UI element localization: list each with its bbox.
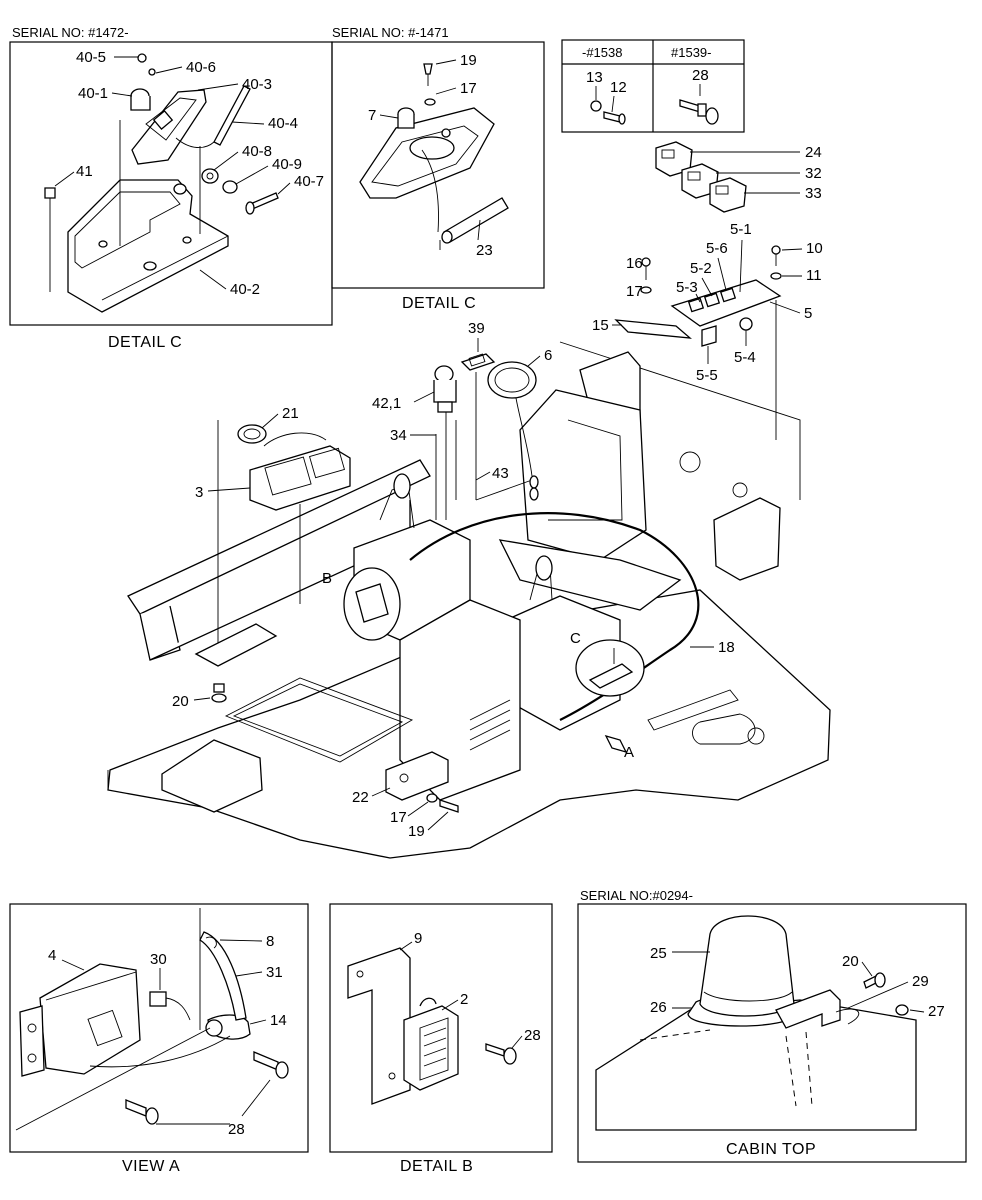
callout-32: 32 (805, 165, 822, 182)
callout-5-1: 5-1 (730, 221, 752, 238)
callout-40-6: 40-6 (186, 59, 216, 76)
callout-11: 11 (806, 267, 822, 284)
callout-5-2: 5-2 (690, 260, 712, 277)
caption-view-a: VIEW A (122, 1158, 180, 1175)
callout-33: 33 (805, 185, 822, 202)
callout-31: 31 (266, 964, 283, 981)
detail-c-left-callouts: 40-5 40-6 40-1 40-3 40-4 40-8 40-9 40-7 … (54, 49, 324, 298)
callout-21: 21 (282, 405, 299, 422)
callout-6: 6 (544, 347, 552, 364)
callout-5-4: 5-4 (734, 349, 756, 366)
view-arrow-a: A (604, 734, 634, 761)
view-a-callouts: 4 30 8 31 14 28 (48, 933, 287, 1138)
switch-group: 24 32 33 (655, 141, 822, 213)
callout-23: 23 (476, 242, 493, 259)
callout-15: 15 (592, 317, 609, 334)
callout-26: 26 (650, 999, 667, 1016)
cabin-top-frame (577, 903, 967, 1163)
caption-cabin-top: CABIN TOP (726, 1141, 816, 1158)
callout-19-main: 19 (408, 823, 425, 840)
main-cab-drawing (107, 341, 831, 859)
callout-2: 2 (460, 991, 468, 1008)
switch-panel-assembly: 5-1 5-6 5-2 5-3 16 10 11 17 15 5 5-4 5-5 (592, 221, 823, 440)
cabin-top-callouts: 25 20 29 26 27 (650, 945, 945, 1020)
table-header-col2: #1539- (671, 45, 711, 60)
detail-c-left-drawing (44, 53, 279, 313)
callout-17-mid: 17 (626, 283, 643, 300)
callout-28-table: 28 (692, 67, 709, 84)
detail-c-mid-callouts: 19 17 7 23 (368, 52, 493, 259)
callout-14: 14 (270, 1012, 287, 1029)
callout-5-6: 5-6 (706, 240, 728, 257)
cabin-top-drawing (595, 915, 917, 1131)
callout-17-top: 17 (460, 80, 477, 97)
callout-20-main: 20 (172, 693, 189, 710)
callout-24: 24 (805, 144, 822, 161)
callout-a: A (624, 744, 634, 761)
detail-c-mid-drawing (359, 63, 509, 250)
lower-fasteners: 20 22 17 19 (172, 683, 459, 840)
callout-27: 27 (928, 1003, 945, 1020)
callout-39: 39 (468, 320, 485, 337)
detail-b-drawing (347, 947, 517, 1105)
callout-b: B (322, 570, 332, 587)
callout-4: 4 (48, 947, 56, 964)
caption-detail-c-mid: DETAIL C (402, 295, 476, 312)
callout-40-4: 40-4 (268, 115, 298, 132)
callout-30: 30 (150, 951, 167, 968)
view-a-frame (9, 903, 309, 1153)
callout-5-5: 5-5 (696, 367, 718, 384)
callout-16: 16 (626, 255, 643, 272)
table-header-col1: -#1538 (582, 45, 622, 60)
callout-29: 29 (912, 973, 929, 990)
view-a-drawing (15, 908, 289, 1131)
callout-40-1: 40-1 (78, 85, 108, 102)
gauge-assembly: 39 6 42,1 34 43 (372, 320, 552, 520)
callout-40-5: 40-5 (76, 49, 106, 66)
callout-40-9: 40-9 (272, 156, 302, 173)
callout-43: 43 (492, 465, 509, 482)
serial-header-bottom: SERIAL NO:#0294- (580, 888, 693, 903)
callout-40-2: 40-2 (230, 281, 260, 298)
callout-17-main: 17 (390, 809, 407, 826)
callout-c: C (570, 630, 581, 647)
detail-b-callouts: 9 2 28 (399, 930, 541, 1049)
callout-40-3: 40-3 (242, 76, 272, 93)
detail-marker-b: B (322, 567, 401, 641)
callout-28-viewa: 28 (228, 1121, 245, 1138)
serial-header-left: SERIAL NO: #1472- (12, 25, 129, 40)
monitor-assembly: 21 3 (194, 405, 351, 667)
callout-5: 5 (804, 305, 812, 322)
callout-41: 41 (76, 163, 93, 180)
detail-b-frame (329, 903, 553, 1153)
callout-7: 7 (368, 107, 376, 124)
callout-5-3: 5-3 (676, 279, 698, 296)
callout-10: 10 (806, 240, 823, 257)
callout-8: 8 (266, 933, 274, 950)
callout-12: 12 (610, 79, 627, 96)
callout-40-8: 40-8 (242, 143, 272, 160)
callout-42-1: 42,1 (372, 395, 401, 412)
detail-marker-c: C (570, 630, 645, 697)
callout-40-7: 40-7 (294, 173, 324, 190)
callout-13: 13 (586, 69, 603, 86)
callout-19-top: 19 (460, 52, 477, 69)
callout-28-detb: 28 (524, 1027, 541, 1044)
callout-25: 25 (650, 945, 667, 962)
callout-3: 3 (195, 484, 203, 501)
callout-20-cab: 20 (842, 953, 859, 970)
caption-detail-b: DETAIL B (400, 1158, 473, 1175)
callout-22: 22 (352, 789, 369, 806)
table-parts: 13 12 28 (586, 67, 719, 125)
caption-detail-c-left: DETAIL C (108, 334, 182, 351)
callout-34: 34 (390, 427, 407, 444)
detail-c-mid-frame (331, 41, 545, 289)
callout-18: 18 (718, 639, 735, 656)
serial-header-mid: SERIAL NO: #-1471 (332, 25, 449, 40)
callout-9: 9 (414, 930, 422, 947)
